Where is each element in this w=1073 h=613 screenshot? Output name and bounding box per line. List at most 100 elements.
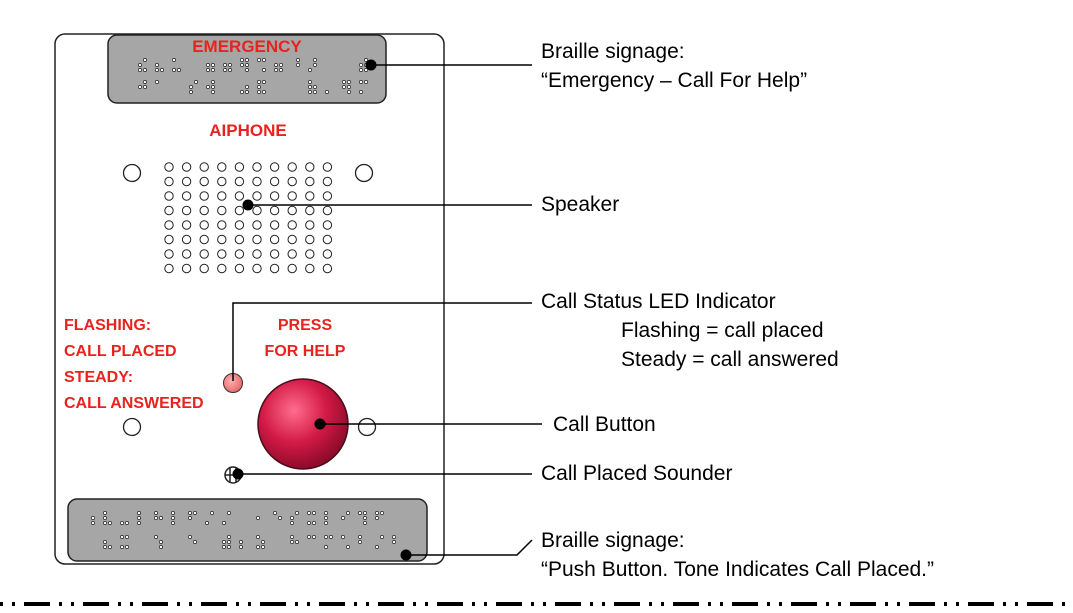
braille-dot [375,511,379,515]
speaker-hole [305,205,315,216]
callout-braille-top-line-1: Braille signage: [541,40,685,63]
speaker-hole [322,205,333,216]
speaker-hole [305,176,315,187]
braille-dot [194,80,198,84]
braille-dot [375,516,379,520]
braille-dot [223,68,227,72]
braille-dot [211,80,215,84]
speaker-grille [164,162,333,274]
led-legend-line-2: CALL PLACED [64,343,177,360]
screw-hole-lower-right [357,417,377,437]
braille-dot [274,68,278,72]
speaker-hole [217,220,227,230]
speaker-hole [199,263,209,274]
braille-dot [262,90,266,94]
speaker-hole [181,234,192,245]
speaker-hole [252,205,262,216]
speaker-hole [199,205,209,216]
callout-braille-top-line-2: “Emergency – Call For Help” [541,69,808,92]
speaker-hole [217,162,227,172]
braille-dot [313,85,317,89]
speaker-hole [252,220,262,230]
braille-dot [137,511,141,515]
braille-dot [307,521,311,525]
speaker-hole [305,263,315,274]
braille-dot [138,68,142,72]
braille-dot [189,90,193,94]
speaker-hole [164,191,174,201]
braille-dot [154,516,158,520]
braille-dot [359,90,363,94]
braille-dot [290,540,294,544]
braille-dot [307,511,311,515]
braille-dot [159,516,163,520]
speaker-hole [164,263,174,274]
braille-dot [159,540,163,544]
callout-led: Call Status LED Indicator Flashing = cal… [541,287,839,374]
braille-dot [257,90,261,94]
braille-dot [346,511,350,515]
speaker-hole [199,162,209,172]
braille-dot [359,68,363,72]
braille-dot [120,545,124,549]
braille-dot [261,545,265,549]
braille-dot [239,540,243,544]
speaker-hole [287,205,297,216]
speaker-hole [252,263,262,274]
braille-dot [143,58,147,62]
braille-dot [125,521,129,525]
callout-led-title: Call Status LED Indicator [541,290,776,313]
intercom-faceplate [54,33,445,565]
speaker-hole [252,234,262,245]
braille-dot [143,80,147,84]
speaker-hole [234,205,245,216]
speaker-hole [217,205,227,216]
screw-hole-right [354,163,374,183]
speaker-hole [269,176,280,187]
braille-dot [171,521,175,525]
braille-dot [296,63,300,67]
braille-dot [125,535,129,539]
braille-dot [324,521,328,525]
braille-dot [245,85,249,89]
braille-dot [172,68,176,72]
speaker-hole [269,234,280,245]
braille-dot [257,58,261,62]
braille-dot [358,540,362,544]
braille-dot [188,535,192,539]
braille-dot [358,535,362,539]
leader-braille-bottom [406,539,533,556]
leader-led [232,302,532,381]
braille-dot [324,516,328,520]
braille-top-label: EMERGENCY [192,37,302,56]
leader-lines [232,64,542,556]
braille-dot [227,535,231,539]
braille-dot [364,80,368,84]
braille-dot [155,80,159,84]
braille-dot [257,85,261,89]
braille-dot [210,511,214,515]
braille-dot [155,63,159,67]
speaker-hole [181,176,192,187]
braille-dot [193,511,197,515]
braille-dot [138,63,142,67]
braille-dot [193,540,197,544]
braille-dot [189,85,193,89]
speaker-hole [305,191,315,201]
leader-dot-braille-top [365,59,377,71]
braille-dot [296,58,300,62]
braille-dots-bottom [91,511,396,549]
braille-dot [245,58,249,62]
braille-dot [290,535,294,539]
braille-dot [262,68,266,72]
braille-dot [240,90,244,94]
braille-dot [313,63,317,67]
braille-dot [205,521,209,525]
press-label-line-1: PRESS [278,317,333,334]
speaker-hole [322,176,333,187]
braille-dot [228,63,232,67]
speaker-hole [217,176,227,187]
braille-dot [392,535,396,539]
callout-call-button: Call Button [553,413,656,436]
callout-led-line-3: Steady = call answered [621,348,839,371]
